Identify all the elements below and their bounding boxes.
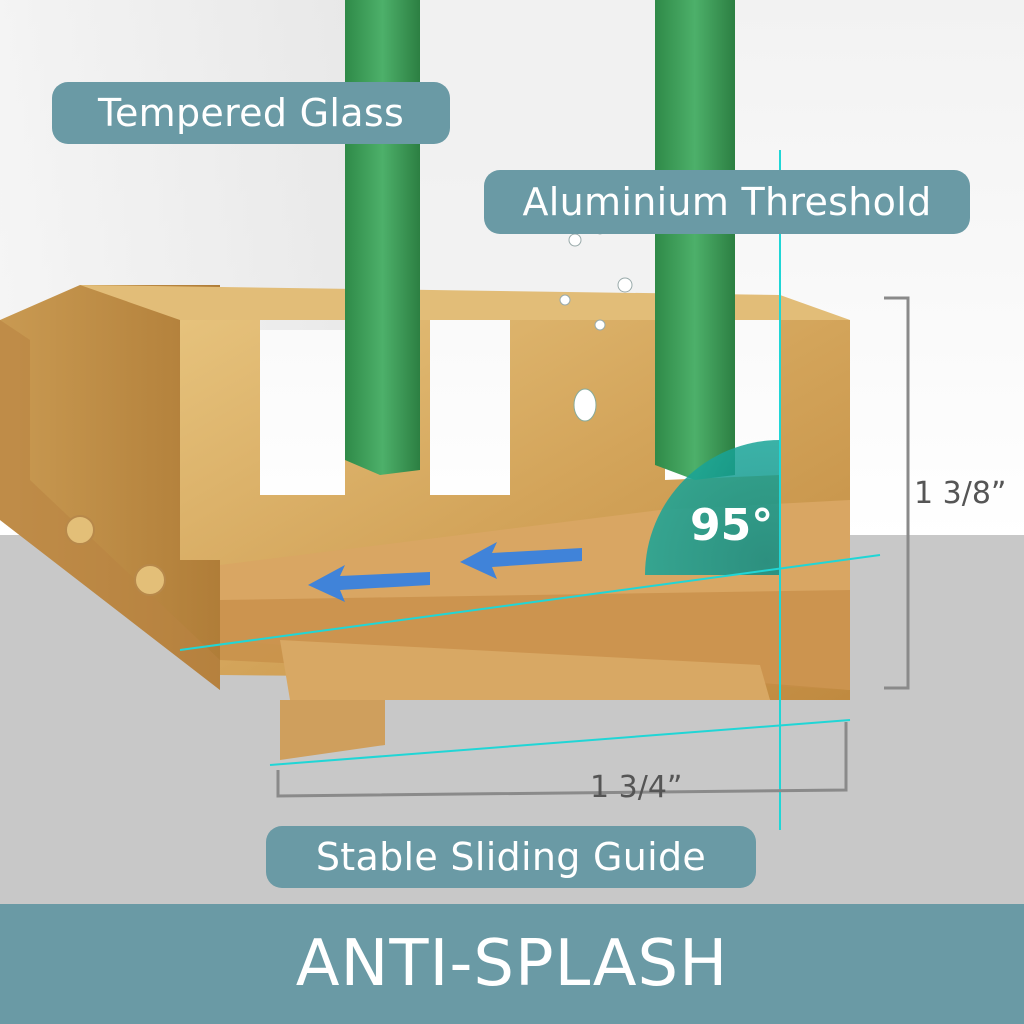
stable-sliding-guide-label: Stable Sliding Guide (266, 826, 756, 888)
tempered-glass-label: Tempered Glass (52, 82, 450, 144)
sliding-guide-top (280, 640, 770, 700)
base-guide-line (269, 719, 851, 766)
width-dimension-label: 1 3/4” (590, 770, 683, 805)
droplet-1 (568, 233, 582, 247)
slope-guide-line (179, 554, 881, 651)
droplet-4 (559, 294, 571, 306)
glass-pane-left (0, 0, 345, 330)
angle-wedge (645, 440, 780, 575)
aluminium-threshold-label-text: Aluminium Threshold (522, 180, 932, 224)
flow-arrow-right (460, 542, 582, 579)
droplet-large (573, 388, 597, 422)
glass-edge-left (345, 0, 420, 475)
stable-sliding-guide-label-text: Stable Sliding Guide (315, 835, 707, 879)
height-bracket (884, 296, 910, 690)
height-dimension-label: 1 3/8” (914, 476, 1007, 511)
angle-label: 95° (690, 500, 774, 551)
glass-pane-middle (420, 0, 660, 300)
aluminium-threshold-label: Aluminium Threshold (484, 170, 970, 234)
threshold-side (0, 285, 220, 690)
footer-banner: ANTI-SPLASH (0, 904, 1024, 1024)
sliding-guide-foot (280, 700, 385, 760)
screw-1 (65, 515, 95, 545)
threshold-shadow (0, 320, 220, 690)
glass-edge-right (655, 0, 735, 480)
droplet-5 (594, 319, 606, 331)
footer-title: ANTI-SPLASH (295, 927, 729, 1001)
tempered-glass-label-text: Tempered Glass (97, 91, 405, 135)
droplet-3 (617, 277, 633, 293)
width-bracket (276, 722, 848, 798)
flow-arrow-left (308, 565, 430, 602)
screw-2 (134, 564, 166, 596)
